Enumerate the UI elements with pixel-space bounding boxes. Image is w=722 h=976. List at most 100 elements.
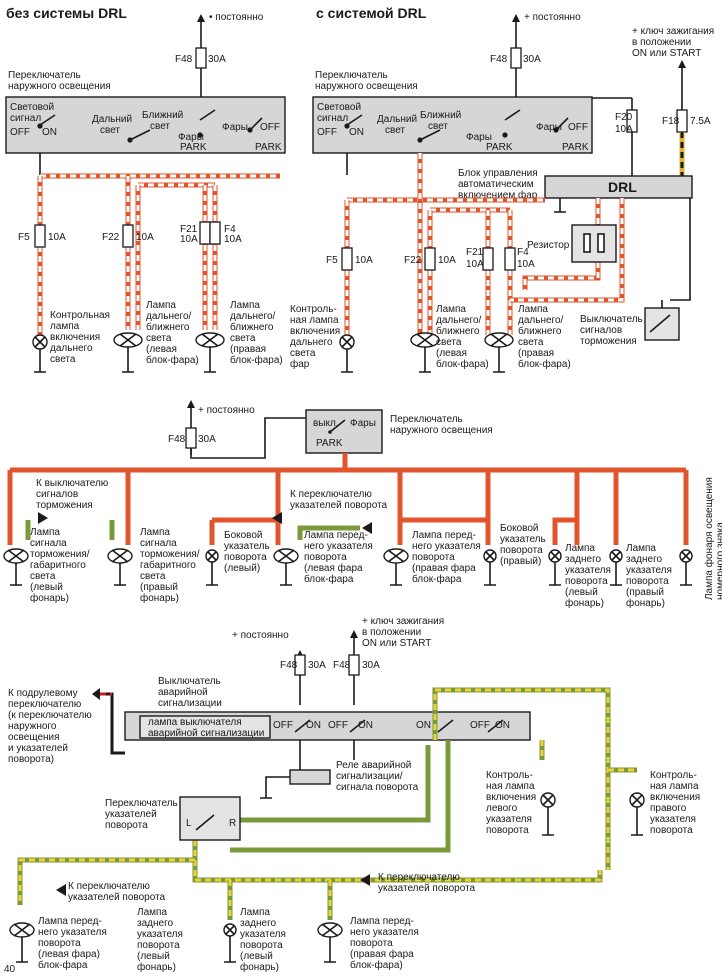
svg-text:7.5A: 7.5A — [690, 116, 711, 127]
arrows-section-3 — [38, 512, 372, 534]
svg-text:OFF: OFF — [273, 720, 293, 731]
turn-switch-contact — [195, 814, 215, 831]
brake-switch — [644, 307, 680, 341]
svg-text:Фары: Фары — [178, 132, 204, 143]
svg-text:PARK: PARK — [316, 438, 343, 449]
wire-to-switch-3 — [190, 417, 310, 459]
svg-text:Ближний: Ближний — [142, 110, 183, 121]
constant-label-1: • постоянно — [209, 12, 264, 23]
fuse-f48-5-label: F48 — [333, 660, 351, 671]
svg-text:Фары: Фары — [536, 122, 562, 133]
power-arrow-3 — [678, 60, 686, 110]
svg-text:10A: 10A — [355, 255, 373, 266]
page-number: 40 — [4, 964, 16, 975]
svg-text:F21: F21 — [466, 247, 484, 258]
svg-text:PARK: PARK — [255, 142, 282, 153]
fuse-f48-2-label: F48 — [490, 54, 508, 65]
hazard-switch-lamp — [139, 715, 271, 739]
svg-text:Световой: Световой — [317, 102, 361, 113]
switch-contacts-2 — [344, 109, 569, 143]
wires-section-2 — [344, 153, 691, 335]
switch-contacts-1 — [37, 109, 263, 143]
svg-text:10A: 10A — [224, 234, 242, 245]
svg-text:свет: свет — [100, 125, 120, 136]
fuse-f48-3 — [185, 427, 197, 449]
svg-text:F20: F20 — [615, 112, 633, 123]
light-switch-1 — [5, 96, 286, 154]
fuse-f48-4-amp: 30A — [308, 660, 326, 671]
wires-section-4 — [17, 687, 637, 920]
fuse-f48-3-label: F48 — [168, 434, 186, 445]
svg-text:OFF: OFF — [317, 127, 337, 138]
fuse-f48-1-label: F48 — [175, 54, 193, 65]
svg-text:10A: 10A — [438, 255, 456, 266]
svg-text:OFF: OFF — [10, 127, 30, 138]
svg-text:ON: ON — [495, 720, 510, 731]
svg-text:свет: свет — [385, 125, 405, 136]
steering-wire — [100, 692, 125, 755]
svg-text:F4: F4 — [517, 247, 529, 258]
fuse-f48-2 — [510, 47, 522, 69]
svg-text:Фары: Фары — [350, 418, 376, 429]
svg-text:OFF: OFF — [260, 122, 280, 133]
indicator-lamps — [540, 792, 645, 836]
svg-text:F5: F5 — [18, 232, 30, 243]
fuse-f48-2-amp: 30A — [523, 54, 541, 65]
switch-labels-1: Световой сигнал OFF ON Дальний свет Ближ… — [10, 102, 282, 153]
svg-text:ON: ON — [349, 127, 364, 138]
svg-text:F5: F5 — [326, 255, 338, 266]
svg-text:Ближний: Ближний — [420, 110, 461, 121]
wires-section-3 — [7, 453, 689, 545]
lamps-section-2 — [339, 332, 514, 373]
svg-text:PARK: PARK — [562, 142, 589, 153]
title-with-drl: с системой DRL — [316, 5, 427, 21]
fuse-f48-5 — [348, 654, 360, 676]
fuse-f48-5-amp: 30A — [362, 660, 380, 671]
svg-text:F22: F22 — [102, 232, 120, 243]
resistor-symbol — [583, 233, 605, 253]
light-switch-2 — [312, 96, 593, 154]
svg-text:Дальний: Дальний — [92, 114, 132, 125]
fuse-f48-1 — [195, 47, 207, 69]
light-switch-3 — [305, 409, 383, 454]
fuse-f48-3-amp: 30A — [198, 434, 216, 445]
svg-text:OFF: OFF — [470, 720, 490, 731]
lamps-section-4 — [9, 922, 343, 963]
svg-text:выкл.: выкл. — [313, 418, 339, 429]
relay-ground — [260, 776, 290, 799]
svg-text:ON: ON — [416, 720, 431, 731]
svg-text:ON: ON — [306, 720, 321, 731]
turn-switch-R: R — [229, 818, 236, 829]
turn-switch-L: L — [186, 818, 192, 829]
svg-text:10A: 10A — [48, 232, 66, 243]
svg-text:10A: 10A — [615, 124, 633, 135]
resistor-label: Резистор — [527, 240, 570, 251]
